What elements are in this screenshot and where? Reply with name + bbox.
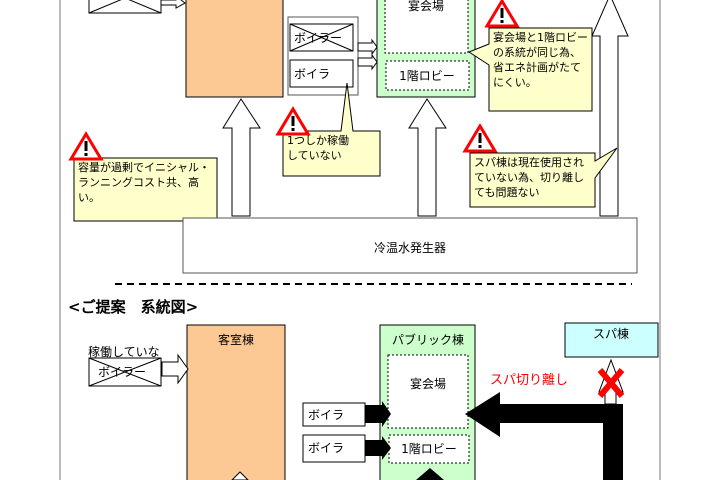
- warning-icon: [463, 124, 497, 153]
- disconnect-x-icon: [597, 368, 625, 398]
- boiler-2: [302, 434, 366, 463]
- callout-same-system: 宴会場と1階ロビーの系統が同じ為、省エネ計画がたてにくい。: [493, 31, 588, 89]
- warning-icon: [69, 132, 103, 161]
- crossed-boiler-proposal: ボイラー: [88, 353, 189, 387]
- boiler-label: ボイラ: [294, 67, 330, 81]
- banquet-zone: [384, 0, 469, 54]
- up-arrow: [222, 98, 261, 217]
- lobby-label: 1階ロビー: [401, 441, 457, 456]
- black-arrow: [365, 436, 391, 460]
- guest-building: [186, 324, 286, 480]
- proposal-heading: <ご提案 系統図>: [68, 298, 198, 316]
- lobby-label: 1階ロビー: [399, 68, 455, 83]
- chiller-label: 冷温水発生器: [374, 241, 446, 255]
- callout-same-system-bg: [467, 27, 593, 112]
- warning-icon: [485, 0, 519, 28]
- boiler-crossed: ボイラー: [289, 23, 354, 52]
- callout-spa-unused: スパ棟は現在使用されていない為、切り離しても問題ない: [474, 156, 584, 199]
- banquet-label: 宴会場: [408, 0, 444, 13]
- callout-spa-unused-bg: [469, 147, 618, 208]
- lobby-zone: [388, 434, 470, 464]
- arrow: [357, 38, 378, 56]
- arrow: [357, 53, 378, 71]
- callout-one-running: 1つしか稼働していない: [287, 134, 349, 162]
- spa-disconnect-label: スパ切り離し: [490, 373, 568, 388]
- crossed-boiler-top: [88, 0, 186, 14]
- up-arrow-spa: [591, 0, 629, 217]
- callout-one-running-bg: [282, 82, 381, 177]
- boiler-2-label: ボイラ: [308, 441, 344, 455]
- lobby-zone: [385, 60, 470, 91]
- guest-building-label: 客室棟: [218, 332, 254, 347]
- black-arrow: [365, 401, 391, 427]
- black-up-arrow: [416, 468, 444, 480]
- banquet-label: 宴会場: [410, 376, 446, 391]
- boiler-box: [289, 59, 354, 88]
- spa-building: [564, 322, 659, 358]
- callout-capacity: 容量が過剰でイニシャル・ランニングコスト共、高い。: [78, 161, 210, 204]
- spa-building-label: スパ棟: [593, 326, 629, 341]
- public-building-label: パブリック棟: [392, 332, 464, 347]
- boiler-1-label: ボイラ: [308, 408, 344, 422]
- guest-building-current: [185, 0, 284, 98]
- not-running-label: 稼働していな: [88, 344, 160, 359]
- up-arrow: [408, 98, 447, 217]
- chiller-box: [182, 217, 638, 274]
- up-arrow: [231, 471, 249, 480]
- banquet-zone: [387, 354, 469, 429]
- black-supply-pipe: [465, 392, 623, 480]
